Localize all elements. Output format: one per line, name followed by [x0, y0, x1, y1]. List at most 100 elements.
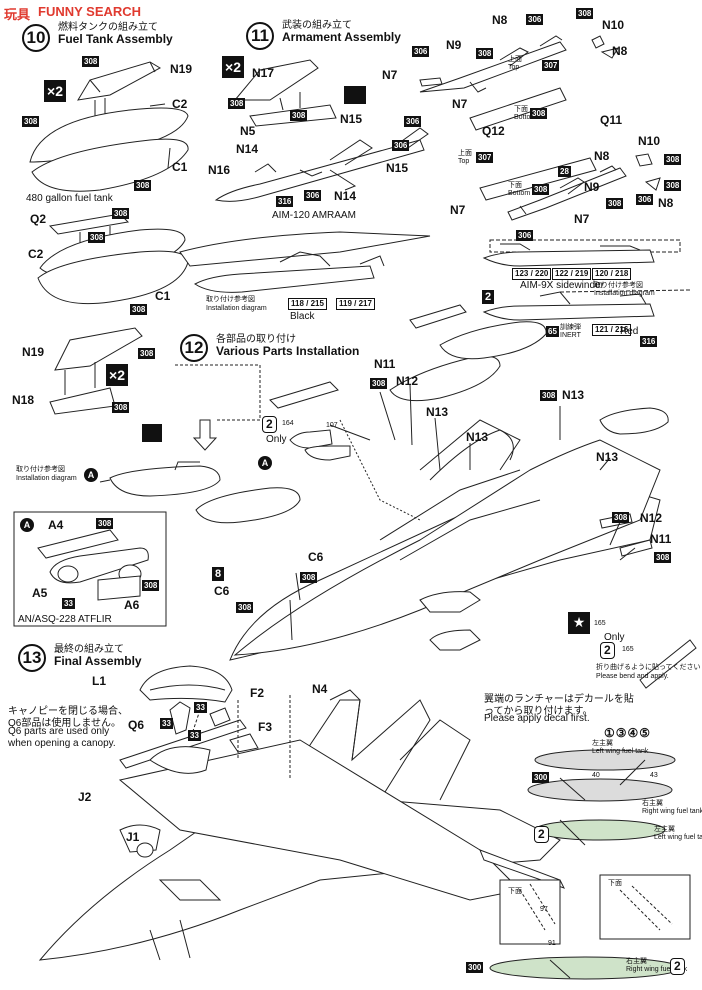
caption-atflir: AN/ASQ-228 ATFLIR: [18, 614, 112, 625]
part-label-n18: N18: [12, 393, 35, 407]
decal-number-165: 165: [622, 646, 634, 653]
paint-code-306: 306: [304, 190, 322, 201]
decal-number-120-218: 120 / 218: [592, 268, 632, 280]
caption-amraam: AIM-120 AMRAAM: [272, 210, 356, 221]
step-13-title-en: Final Assembly: [54, 654, 142, 668]
decal-number-123-220: 123 / 220: [512, 268, 552, 280]
part-label-n19: N19: [170, 62, 193, 76]
canopy-l1: [139, 665, 233, 703]
callout-a: A: [20, 518, 34, 532]
paint-code-306: 306: [636, 194, 654, 205]
caption-top-jp: 上面: [458, 150, 472, 157]
decal-icon: [344, 86, 366, 104]
paint-code-308: 308: [300, 572, 318, 583]
part-label-n7: N7: [450, 203, 466, 217]
part-label-c6: C6: [308, 550, 324, 564]
decal-number-97: 97: [540, 906, 548, 913]
part-label-j2: J2: [78, 790, 92, 804]
part-label-q2: Q2: [30, 212, 47, 226]
paint-code-300: 300: [532, 772, 550, 783]
atflir-installation-tank: [109, 465, 221, 497]
caption-left-tank-en: Left wing fuel tank: [654, 834, 702, 841]
paint-code-308: 308: [236, 602, 254, 613]
decal-number-122-219: 122 / 219: [552, 268, 592, 280]
left-wing-tank-decal-2: [527, 778, 673, 802]
aircraft-fuselage: [233, 439, 661, 656]
paint-code-306: 306: [526, 14, 544, 25]
paint-code-308: 308: [134, 180, 152, 191]
caption-install-en: Installation diagram: [16, 475, 77, 482]
paint-code-307: 307: [476, 152, 494, 163]
caption-top-en: Top: [508, 64, 520, 71]
decal-number-40: 40: [592, 772, 600, 779]
caption-right-tank-jp: 右主翼: [642, 800, 663, 807]
paint-code-308: 308: [654, 552, 672, 563]
part-label-c1: C1: [155, 289, 171, 303]
part-label-n15: N15: [386, 161, 409, 175]
part-label-n8: N8: [612, 44, 628, 58]
caption-bottom-jp: 下面: [514, 106, 528, 113]
paint-code-28: 28: [558, 166, 571, 177]
caption-canopy-en-1: Q6 parts are used only: [8, 726, 110, 737]
caption-top-en: Top: [458, 158, 470, 165]
part-label-n14: N14: [236, 142, 259, 156]
watermark-cn: 玩具: [4, 7, 31, 22]
pylon-n18: [49, 387, 116, 415]
part-label-a5: A5: [32, 586, 48, 600]
final-aircraft-wing: [118, 739, 522, 901]
caption-launcher-jp-1: 翼端のランチャーはデカールを貼: [484, 694, 634, 705]
paint-code-308: 308: [112, 208, 130, 219]
caption-install-en: Installation diagram: [206, 305, 267, 312]
caption-right-tank-en: Right wing fuel tank: [642, 808, 702, 815]
paint-code-308: 308: [530, 108, 548, 119]
decal-number-165: 165: [594, 620, 606, 627]
step-12-header: 各部品の取り付け Various Parts Installation: [216, 334, 359, 358]
caption-right-tank-en: Right wing fuel tank: [626, 966, 688, 973]
decal-steps-badge: ①③④⑤: [604, 726, 652, 740]
caption-left-tank-jp: 左主翼: [654, 826, 675, 833]
paint-code-33: 33: [194, 702, 207, 713]
paint-code-308: 308: [228, 98, 246, 109]
paint-code-306: 306: [412, 46, 430, 57]
paint-code-308: 308: [290, 110, 308, 121]
decal-number-119-217: 119 / 217: [336, 298, 375, 310]
callout-a: A: [84, 468, 98, 482]
decal-number-118-215: 118 / 215: [288, 298, 327, 310]
part-label-q11: Q11: [600, 113, 623, 127]
paint-code-2: 2: [482, 290, 495, 304]
paint-code-308: 308: [130, 304, 148, 315]
watermark-brand: FUNNY SEARCH: [38, 4, 142, 19]
paint-code-33: 33: [188, 730, 201, 741]
paint-code-316: 316: [276, 196, 294, 207]
paint-code-308: 308: [532, 184, 550, 195]
part-label-c2: C2: [172, 97, 188, 111]
part-label-q6: Q6: [128, 718, 145, 732]
part-label-n12: N12: [640, 511, 663, 525]
caption-bottom-jp: 下面: [608, 880, 622, 887]
paint-code-308: 308: [370, 378, 388, 389]
step-11-title-jp: 武装の組み立て: [282, 20, 352, 31]
decal-sheet-2-badge: 2: [670, 958, 685, 975]
part-label-n7: N7: [452, 97, 468, 111]
paint-code-308: 308: [96, 518, 114, 529]
paint-code-308: 308: [576, 8, 594, 19]
quantity-x2-badge: ×2: [44, 80, 66, 102]
part-label-n13: N13: [426, 405, 449, 419]
caption-install-jp: 取り付け参考図: [206, 296, 255, 303]
paint-code-65: 65: [546, 326, 559, 337]
part-label-l1: L1: [92, 674, 107, 688]
amraam-missile: [214, 139, 425, 202]
caption-fuel-tank: 480 gallon fuel tank: [26, 193, 113, 204]
caption-only: Only: [604, 632, 625, 643]
part-label-c1: C1: [172, 160, 188, 174]
decal-icon: [142, 424, 162, 442]
part-label-n19: N19: [22, 345, 45, 359]
decal-detail-box-2: [599, 874, 691, 940]
fuel-tank-half-c1: [31, 138, 189, 192]
step-13-header: 最終の組み立て Final Assembly: [54, 644, 142, 668]
sidewinder-lower-missile: [507, 167, 627, 221]
fuel-tank-clip-q2: [48, 213, 130, 235]
caption-inert-en: INERT: [560, 332, 581, 339]
part-label-j1: J1: [126, 830, 140, 844]
